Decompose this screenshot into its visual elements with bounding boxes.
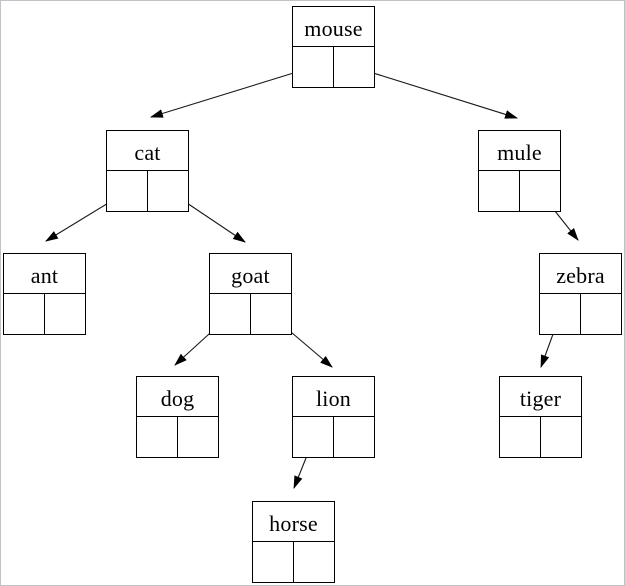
right-pointer-cell	[294, 542, 335, 582]
left-pointer-cell	[4, 294, 45, 334]
node-label-cat: cat	[107, 131, 188, 171]
node-label-goat: goat	[210, 254, 291, 294]
left-pointer-cell	[293, 47, 334, 87]
left-pointer-cell	[293, 417, 334, 457]
left-pointer-cell	[253, 542, 294, 582]
left-pointer-cell	[540, 294, 581, 334]
right-pointer-cell	[178, 417, 219, 457]
tree-node-cat: cat	[106, 130, 189, 212]
left-pointer-cell	[210, 294, 251, 334]
left-pointer-cell	[107, 171, 148, 211]
pointer-cells	[500, 417, 581, 457]
tree-node-lion: lion	[292, 376, 375, 458]
left-pointer-cell	[137, 417, 178, 457]
left-pointer-cell	[479, 171, 520, 211]
right-pointer-cell	[581, 294, 622, 334]
node-label-tiger: tiger	[500, 377, 581, 417]
node-label-mouse: mouse	[293, 7, 374, 47]
right-pointer-cell	[541, 417, 582, 457]
pointer-cells	[137, 417, 218, 457]
tree-node-zebra: zebra	[539, 253, 622, 335]
right-pointer-cell	[148, 171, 189, 211]
node-label-horse: horse	[253, 502, 334, 542]
node-label-mule: mule	[479, 131, 560, 171]
node-label-dog: dog	[137, 377, 218, 417]
tree-node-goat: goat	[209, 253, 292, 335]
right-pointer-cell	[520, 171, 561, 211]
right-pointer-cell	[251, 294, 292, 334]
pointer-cells	[107, 171, 188, 211]
pointer-cells	[210, 294, 291, 334]
node-label-lion: lion	[293, 377, 374, 417]
pointer-cells	[293, 47, 374, 87]
pointer-cells	[4, 294, 85, 334]
node-label-ant: ant	[4, 254, 85, 294]
tree-node-ant: ant	[3, 253, 86, 335]
tree-node-dog: dog	[136, 376, 219, 458]
tree-node-mouse: mouse	[292, 6, 375, 88]
right-pointer-cell	[334, 417, 375, 457]
pointer-cells	[253, 542, 334, 582]
right-pointer-cell	[45, 294, 86, 334]
pointer-cells	[479, 171, 560, 211]
edge-mouse-right-mule	[353, 66, 519, 119]
node-label-zebra: zebra	[540, 254, 621, 294]
pointer-cells	[293, 417, 374, 457]
tree-node-horse: horse	[252, 501, 335, 583]
right-pointer-cell	[334, 47, 375, 87]
tree-node-tiger: tiger	[499, 376, 582, 458]
tree-node-mule: mule	[478, 130, 561, 212]
pointer-cells	[540, 294, 621, 334]
left-pointer-cell	[500, 417, 541, 457]
edge-mouse-left-cat	[149, 66, 314, 118]
